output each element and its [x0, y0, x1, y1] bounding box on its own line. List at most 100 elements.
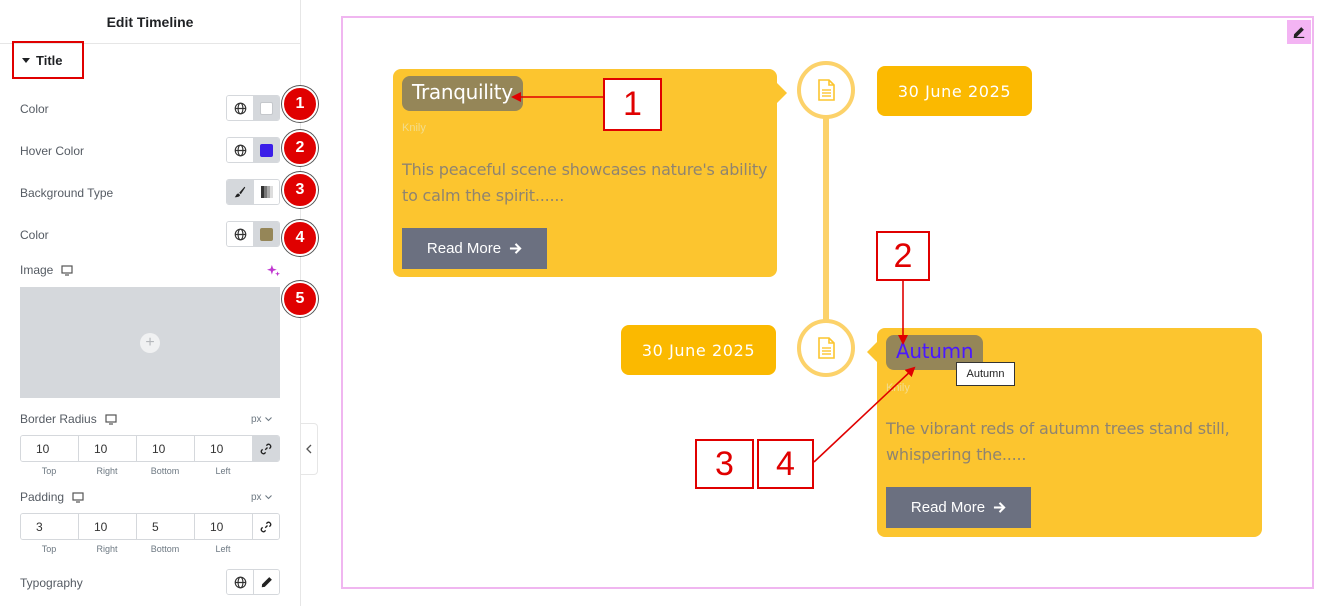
callout-2: 2	[876, 231, 930, 281]
timeline-node-1	[797, 61, 855, 119]
card-2-pointer	[867, 342, 877, 362]
link-icon	[260, 521, 272, 532]
padding-inputs	[20, 513, 280, 540]
title-tooltip: Autumn	[956, 362, 1015, 386]
edit-widget-handle[interactable]	[1287, 20, 1311, 44]
timeline-node-2	[797, 319, 855, 377]
border-radius-top-input[interactable]	[21, 436, 79, 461]
border-radius-left-input[interactable]	[195, 436, 253, 461]
chevron-down-icon	[264, 417, 272, 422]
document-icon	[818, 79, 835, 101]
border-radius-label-row: Border Radius	[20, 412, 117, 426]
timeline-date-2: 30 June 2025	[621, 325, 776, 375]
badge-4: 4	[282, 220, 318, 256]
image-label-row: Image	[20, 263, 73, 277]
brush-icon	[234, 186, 246, 198]
bg-color-swatch	[260, 227, 273, 241]
background-color-control	[226, 221, 280, 247]
read-more-button-2[interactable]: Read More	[886, 487, 1031, 528]
timeline-description-2: The vibrant reds of autumn trees stand s…	[886, 419, 1230, 464]
link-icon	[260, 443, 272, 454]
panel-title: Edit Timeline	[0, 0, 300, 44]
document-icon	[818, 337, 835, 359]
section-toggle-title[interactable]: Title	[12, 41, 84, 79]
color-label: Color	[20, 102, 49, 116]
monitor-icon	[61, 264, 73, 276]
global-hover-color-button[interactable]	[227, 138, 253, 162]
border-radius-unit-select[interactable]: px	[251, 414, 272, 425]
padding-bottom-input[interactable]	[137, 514, 195, 539]
gradient-icon	[260, 186, 273, 198]
background-type-label: Background Type	[20, 186, 114, 200]
chevron-down-icon	[264, 495, 272, 500]
padding-link-button[interactable]	[253, 514, 279, 539]
classic-background-button[interactable]	[227, 180, 253, 204]
badge-5: 5	[282, 281, 318, 317]
timeline-author-2: Knily	[886, 382, 910, 394]
padding-side-labels: Top Right Bottom Left	[41, 544, 231, 554]
timeline-author-1: Knily	[402, 122, 426, 134]
padding-unit-select[interactable]: px	[251, 492, 272, 503]
timeline-line	[823, 118, 829, 320]
globe-icon	[234, 102, 246, 114]
edit-typography-button[interactable]	[253, 570, 279, 594]
global-bg-color-button[interactable]	[227, 222, 253, 246]
title-color-swatch	[260, 101, 273, 115]
hover-color-label: Hover Color	[20, 144, 85, 158]
globe-icon	[234, 576, 246, 588]
plus-icon: +	[140, 332, 160, 353]
timeline-date-1: 30 June 2025	[877, 66, 1032, 116]
padding-label: Padding	[20, 490, 65, 504]
read-more-button-1[interactable]: Read More	[402, 228, 547, 269]
image-upload-dropzone[interactable]: +	[20, 287, 280, 398]
monitor-icon	[72, 491, 84, 503]
border-radius-label: Border Radius	[20, 412, 97, 426]
globe-icon	[234, 144, 246, 156]
collapse-panel-button[interactable]	[301, 423, 318, 475]
section-label: Title	[36, 52, 63, 68]
background-type-control	[226, 179, 280, 205]
editor-panel: Edit Timeline Title Color 1 Hover Color …	[0, 0, 318, 606]
hover-color-swatch-button[interactable]	[253, 138, 279, 162]
padding-left-input[interactable]	[195, 514, 253, 539]
global-typography-button[interactable]	[227, 570, 253, 594]
callout-3: 3	[695, 439, 754, 489]
image-label: Image	[20, 263, 54, 277]
border-radius-bottom-input[interactable]	[137, 436, 195, 461]
globe-icon	[234, 228, 246, 240]
hover-color-swatch	[260, 143, 273, 157]
padding-right-input[interactable]	[79, 514, 137, 539]
pencil-icon	[1293, 27, 1305, 38]
caret-down-icon	[22, 57, 30, 63]
pencil-icon	[261, 577, 272, 588]
border-radius-inputs	[20, 435, 280, 462]
callout-4: 4	[757, 439, 814, 489]
background-color-label: Color	[20, 228, 49, 242]
padding-label-row: Padding	[20, 490, 84, 504]
arrow-right-icon	[994, 502, 1006, 513]
hover-color-control	[226, 137, 280, 163]
arrow-right-icon	[510, 243, 522, 254]
title-color-control	[226, 95, 280, 121]
card-1-pointer	[777, 83, 787, 103]
typography-label: Typography	[20, 576, 83, 590]
typography-control	[226, 569, 280, 595]
badge-2: 2	[282, 130, 318, 166]
bg-color-swatch-button[interactable]	[253, 222, 279, 246]
global-color-button[interactable]	[227, 96, 253, 120]
widget-canvas[interactable]	[341, 16, 1314, 589]
timeline-description-1: This peaceful scene showcases nature's a…	[402, 160, 768, 205]
ai-sparkle-icon[interactable]	[267, 264, 280, 277]
badge-1: 1	[282, 86, 318, 122]
timeline-title-1[interactable]: Tranquility	[402, 76, 523, 111]
callout-1: 1	[603, 78, 662, 131]
border-radius-right-input[interactable]	[79, 436, 137, 461]
gradient-background-button[interactable]	[253, 180, 279, 204]
border-radius-link-button[interactable]	[253, 436, 279, 461]
chevron-left-icon	[306, 444, 312, 454]
monitor-icon	[105, 413, 117, 425]
border-radius-side-labels: Top Right Bottom Left	[41, 466, 231, 476]
badge-3: 3	[282, 172, 318, 208]
title-color-swatch-button[interactable]	[253, 96, 279, 120]
padding-top-input[interactable]	[21, 514, 79, 539]
